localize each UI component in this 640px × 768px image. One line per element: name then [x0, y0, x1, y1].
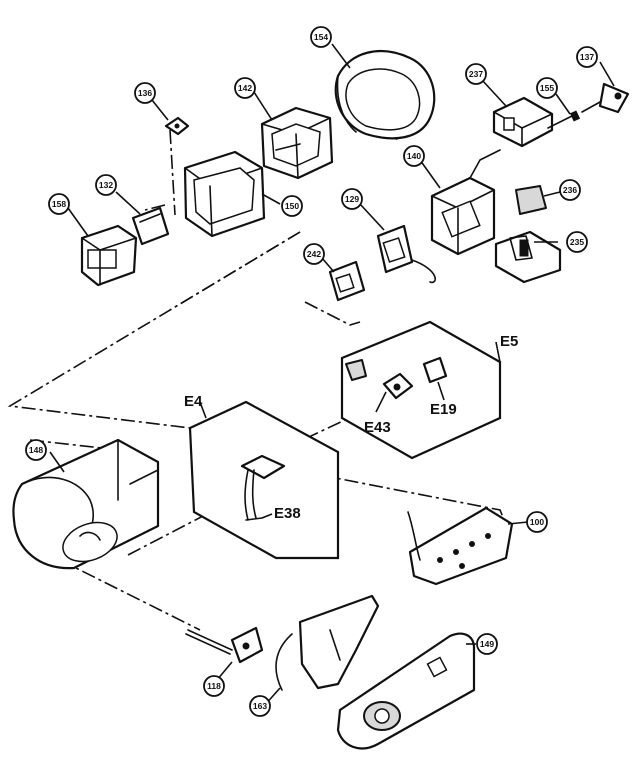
callout-237: 237	[465, 63, 487, 85]
part-237-cover	[492, 96, 554, 148]
part-label-e38: E38	[274, 505, 301, 522]
callout-129: 129	[341, 188, 363, 210]
group-e5-label: E5	[500, 333, 518, 350]
assembly-guide-lines	[7, 127, 506, 631]
callout-118-text: 118	[207, 681, 221, 691]
callout-237-text: 237	[469, 69, 483, 79]
callout-136: 136	[134, 82, 156, 104]
group-e4: E4 E38	[184, 393, 340, 560]
part-e19: E19	[422, 356, 457, 418]
part-148-housing	[12, 438, 160, 570]
callout-163-text: 163	[253, 701, 267, 711]
callout-100: 100	[526, 511, 548, 533]
part-155-screw	[547, 110, 581, 129]
callout-235-text: 235	[570, 237, 584, 247]
part-100-circuit-board	[407, 506, 514, 586]
callout-155-text: 155	[540, 83, 554, 93]
group-e4-label: E4	[184, 393, 203, 410]
part-129-frame	[376, 224, 436, 284]
callout-136-text: 136	[138, 88, 152, 98]
callout-132-text: 132	[99, 180, 113, 190]
callout-150-text: 150	[285, 201, 299, 211]
part-136-clip	[164, 116, 190, 136]
part-label-e19: E19	[430, 401, 457, 418]
callout-236-text: 236	[563, 185, 577, 195]
callout-236: 236	[559, 179, 581, 201]
callout-163: 163	[249, 695, 271, 717]
callout-148: 148	[25, 439, 47, 461]
callout-155: 155	[536, 77, 558, 99]
callout-129-text: 129	[345, 194, 359, 204]
callout-154-text: 154	[314, 32, 328, 42]
callout-100-text: 100	[530, 517, 544, 527]
part-e43: E43	[345, 359, 414, 436]
callout-149: 149	[476, 633, 498, 655]
callout-118: 118	[203, 675, 225, 697]
part-242-frame	[328, 260, 366, 302]
part-132-filter	[131, 206, 170, 246]
part-118-shaft	[185, 626, 264, 664]
callout-140: 140	[403, 145, 425, 167]
part-label-e43: E43	[364, 419, 391, 436]
callout-148-text: 148	[29, 445, 43, 455]
callout-142-text: 142	[238, 83, 252, 93]
part-154-eyecup	[334, 50, 436, 140]
part-236-lens	[515, 185, 547, 215]
callout-242: 242	[303, 243, 325, 265]
callout-158: 158	[48, 193, 70, 215]
group-e5: E5 E43 E19	[340, 320, 518, 460]
part-158-bracket	[80, 224, 138, 287]
part-149-housing	[336, 632, 476, 750]
part-150-housing	[183, 150, 266, 238]
callout-154: 154	[310, 26, 332, 48]
part-137-clip	[581, 82, 630, 114]
callout-158-text: 158	[52, 199, 66, 209]
part-163-bracket	[275, 594, 380, 691]
callout-137: 137	[576, 46, 598, 68]
callout-150: 150	[281, 195, 303, 217]
callout-242-text: 242	[307, 249, 321, 259]
callout-235: 235	[566, 231, 588, 253]
part-235-base	[494, 230, 562, 284]
callout-142: 142	[234, 77, 256, 99]
part-140-body	[430, 149, 501, 256]
callout-137-text: 137	[580, 52, 594, 62]
part-e38-board: E38	[240, 454, 301, 522]
callout-132: 132	[95, 174, 117, 196]
part-142-holder	[260, 106, 334, 180]
callout-140-text: 140	[407, 151, 421, 161]
callout-149-text: 149	[480, 639, 494, 649]
